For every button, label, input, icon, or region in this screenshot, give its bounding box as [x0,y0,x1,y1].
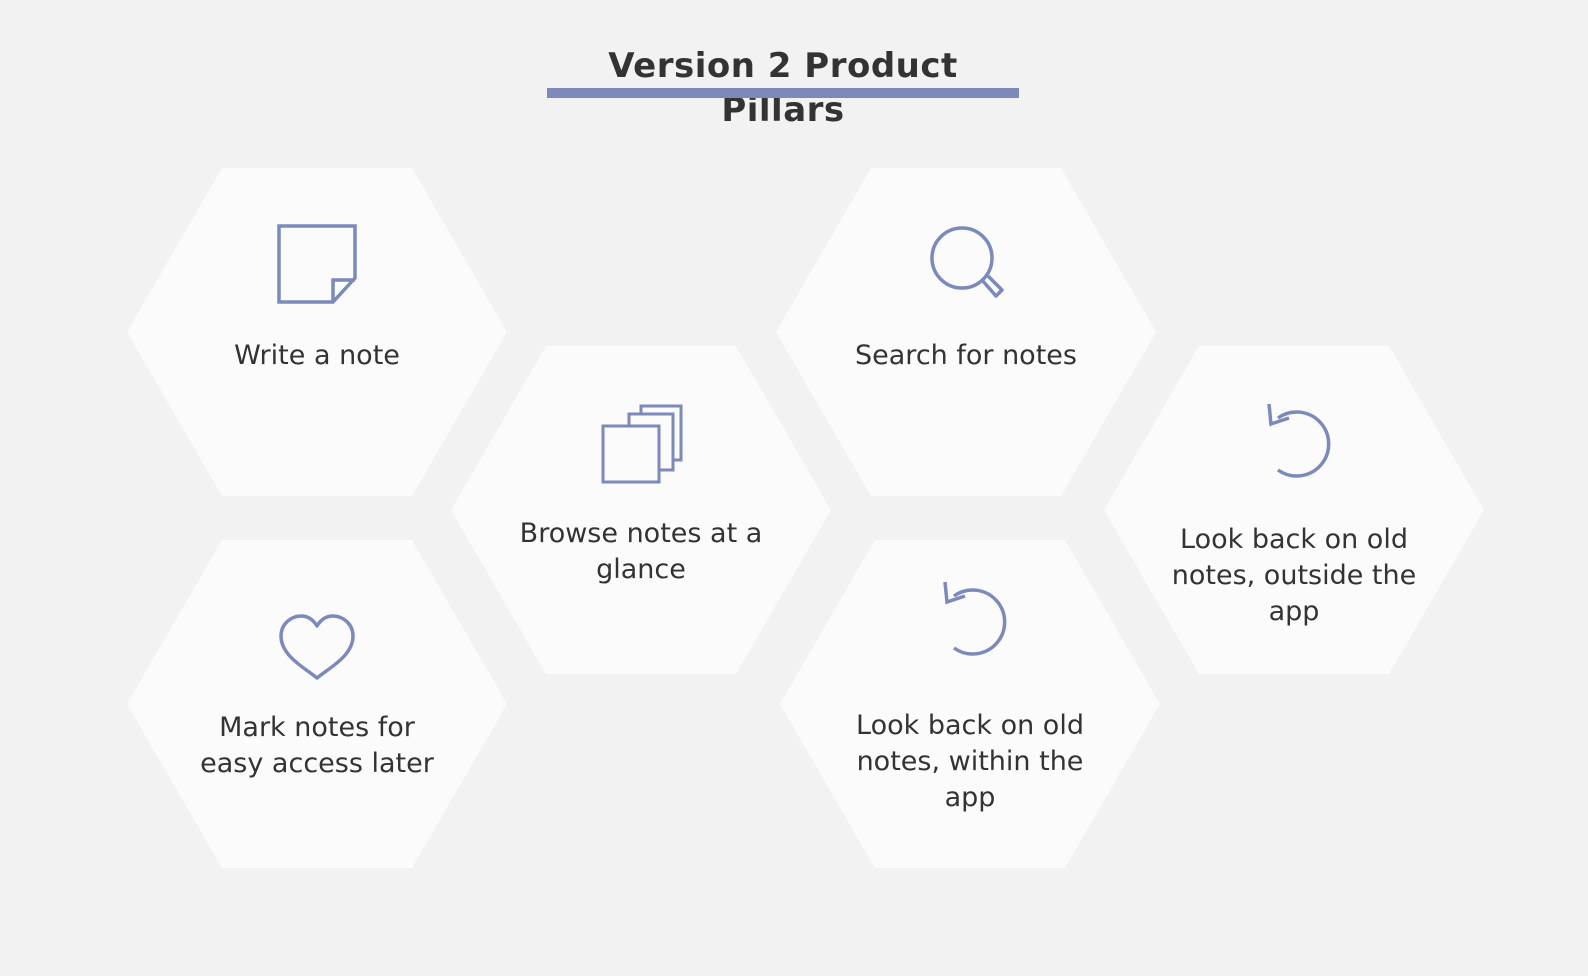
hexagon-shape [776,168,1156,496]
pillar-label: Mark notes for easy access later [200,712,434,779]
pillar-label: Look back on old notes, outside the app [1171,524,1417,627]
heart-icon [267,612,367,696]
pillar-look-back-within: Look back on old notes, within the app [780,540,1160,868]
pillar-label: Search for notes [855,340,1077,371]
refresh-arrow-icon [920,580,1020,664]
hexagon-shape [451,346,831,674]
pillar-label: Write a note [234,340,400,371]
hexagon-shape [127,540,507,868]
pillar-write-note: Write a note [127,168,507,496]
hexagon-shape [127,168,507,496]
pillar-label: Browse notes at a glance [519,518,763,585]
pillar-search-notes: Search for notes [776,168,1156,496]
sticky-note-icon [267,224,367,308]
pillar-browse-notes: Browse notes at a glance [451,346,831,674]
pillar-look-back-outside: Look back on old notes, outside the app [1104,346,1484,674]
pillar-mark-notes: Mark notes for easy access later [127,540,507,868]
title-underline [547,88,1019,98]
stacked-pages-icon [591,402,691,486]
hexagon-shape [1104,346,1484,674]
refresh-arrow-icon [1244,402,1344,486]
magnifier-icon [916,224,1016,308]
pillar-label: Look back on old notes, within the app [856,710,1084,813]
title-block: Version 2 Product Pillars [547,40,1019,130]
